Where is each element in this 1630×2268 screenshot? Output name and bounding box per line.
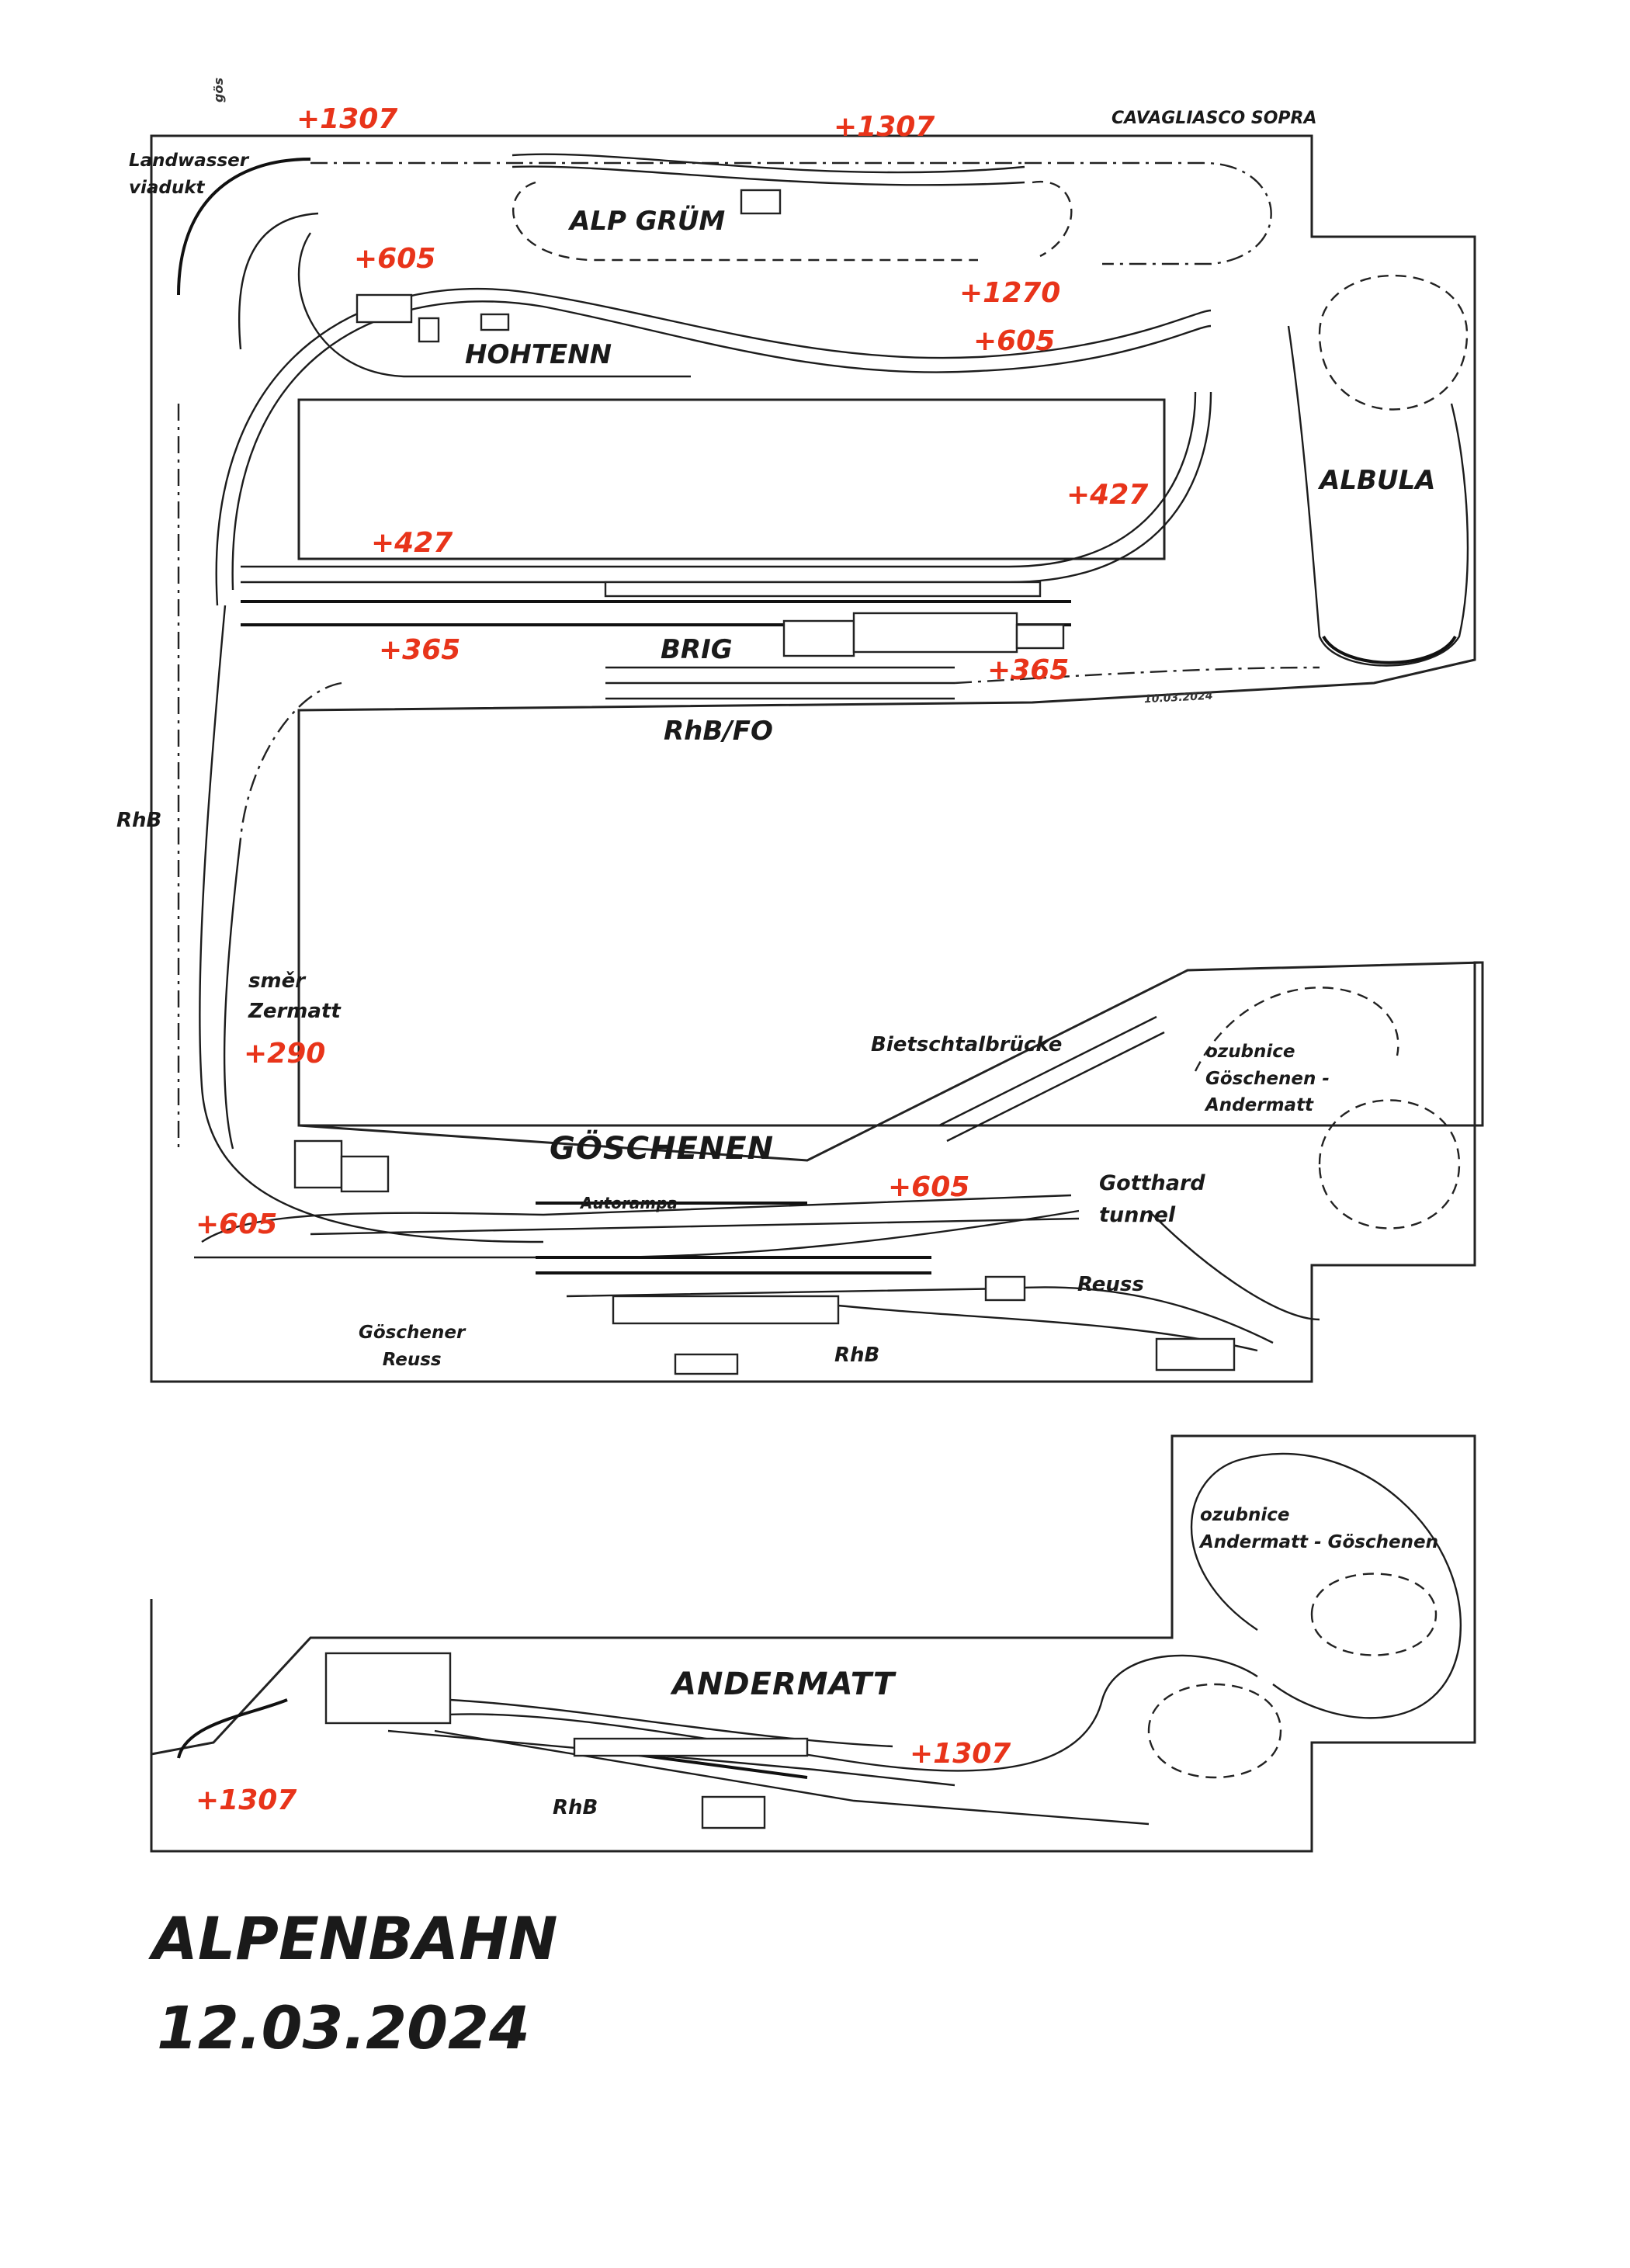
- upper-board-outline: [150, 134, 1484, 1383]
- station-brig: BRIG: [661, 634, 733, 665]
- label-ozubnice-goschenen-andermatt: ozubnice Göschenen - Andermatt: [1205, 1042, 1330, 1115]
- tracks-andermatt: [177, 1452, 1462, 1826]
- lower-board-outline: [150, 1434, 1476, 1853]
- scan-stamp-top-left: gös: [210, 78, 226, 102]
- elevation-605-left: +605: [196, 1209, 278, 1240]
- label-rhb-goschenen: RhB: [834, 1344, 880, 1367]
- station-hohtenn: HOHTENN: [465, 339, 612, 370]
- label-landwasser-viadukt: Landwasser viadukt: [129, 151, 249, 198]
- station-rhb-fo: RhB/FO: [664, 716, 773, 747]
- station-goschenen: GÖSCHENEN: [550, 1131, 775, 1167]
- label-bietschtalbrucke: Bietschtalbrücke: [871, 1033, 1063, 1056]
- label-autorampa: Autorampa: [581, 1194, 678, 1212]
- buildings: [293, 189, 1236, 1829]
- diagram-date: 12.03.2024: [157, 1993, 530, 2062]
- elevation-1307-top-left: +1307: [297, 103, 398, 135]
- elevation-1307-top-center: +1307: [834, 111, 935, 143]
- elevation-365-left: +365: [379, 634, 461, 666]
- label-cavagliasco-sopra: CAVAGLIASCO SOPRA: [1112, 109, 1317, 128]
- elevation-1307-left: +1307: [196, 1784, 297, 1816]
- station-albula: ALBULA: [1320, 465, 1436, 496]
- label-smer-zermatt: směr Zermatt: [248, 969, 341, 1023]
- elevation-365-right: +365: [987, 654, 1070, 686]
- tracks-goschenen: [194, 987, 1461, 1352]
- label-rhb-left: RhB: [116, 809, 162, 832]
- elevation-290: +290: [244, 1038, 326, 1070]
- label-rhb-andermatt: RhB: [553, 1796, 598, 1819]
- elevation-605-hohtenn: +605: [354, 243, 436, 275]
- elevation-1270: +1270: [959, 277, 1061, 309]
- elevation-605-goschenen: +605: [888, 1171, 970, 1203]
- label-reuss: Reuss: [1077, 1273, 1144, 1296]
- label-goschener-reuss: Göschener Reuss: [359, 1323, 466, 1370]
- elevation-427-left: +427: [371, 527, 453, 559]
- station-andermatt: ANDERMATT: [672, 1666, 896, 1702]
- diagram-title: ALPENBAHN: [152, 1904, 558, 1973]
- tracks-upper: [177, 153, 1469, 1243]
- elevation-427-right: +427: [1066, 479, 1149, 511]
- elevation-605-right: +605: [973, 325, 1056, 357]
- station-alp-grum: ALP GRÜM: [570, 206, 726, 237]
- label-gotthard-tunnel: Gotthard tunnel: [1099, 1171, 1205, 1227]
- label-ozubnice-andermatt-goschenen: ozubnice Andermatt - Göschenen: [1200, 1505, 1438, 1552]
- elevation-1307-andermatt: +1307: [910, 1738, 1011, 1770]
